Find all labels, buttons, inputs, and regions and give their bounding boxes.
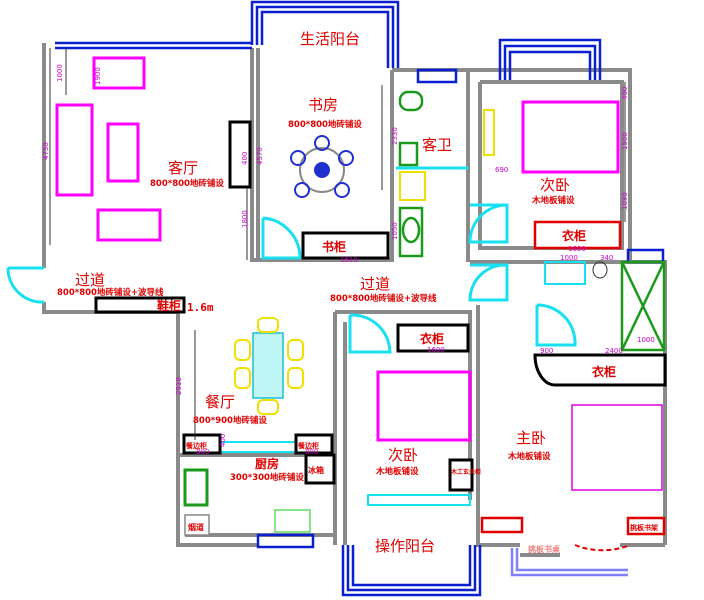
bookcase-label: 书柜 <box>322 239 346 254</box>
room-labels: 生活阳台 书房 800*800地砖铺设 客厅 800*800地砖铺设 客卫 次卧… <box>57 30 575 555</box>
flue-label: 烟道 <box>188 522 204 532</box>
dim-text: 340 <box>600 254 613 262</box>
dim-text: 2330 <box>391 127 399 145</box>
master-sink <box>544 261 586 285</box>
bed-master <box>571 404 663 491</box>
room-label-hall-left: 过道 <box>75 271 105 289</box>
dim-text: 900 <box>540 347 553 355</box>
dim-text: 800 <box>196 448 209 456</box>
living-furniture <box>55 56 252 242</box>
entry-cabinet <box>448 458 474 492</box>
bed-bedroom2 <box>521 100 620 174</box>
study-floor-note: 800*800地砖铺设 <box>288 119 362 130</box>
dim-text: 1050 <box>391 222 399 240</box>
master-toilet <box>592 261 608 279</box>
room-label-utility-balcony: 操作阳台 <box>375 537 435 555</box>
wardrobe-master <box>533 353 667 387</box>
dim-text: 2510 <box>175 377 183 395</box>
dim-text: 2400 <box>605 347 623 355</box>
fixture-labels: 书柜 衣柜 衣柜 衣柜 鞋柜 1.6m 餐边柜 餐边柜 冰箱 烟道 木工玄关柜 … <box>157 228 658 554</box>
shoe-cabinet-height: 1.6m <box>187 301 214 314</box>
sideboard-left-label: 餐边柜 <box>185 441 207 450</box>
entry-cabinet-label: 木工玄关柜 <box>450 468 481 476</box>
stove <box>183 468 209 507</box>
dim-text: 4570 <box>256 147 264 165</box>
room-label-dining: 餐厅 <box>205 393 235 411</box>
flue <box>184 514 210 536</box>
shelf-label: 挑板书架 <box>630 523 658 532</box>
bedroom3-floor-note: 木地板铺设 <box>375 466 419 477</box>
dim-text: 1600 <box>568 245 586 253</box>
shoe-cabinet-label: 鞋柜 <box>157 298 181 313</box>
doors <box>6 166 577 506</box>
wardrobe-master-label: 衣柜 <box>592 364 616 379</box>
guest-bath-fixtures <box>398 90 426 258</box>
sideboard-right <box>294 433 334 455</box>
room-label-bedroom3: 次卧 <box>388 446 418 464</box>
shoe-cabinet <box>94 296 186 314</box>
wardrobe-bedroom3 <box>396 323 470 353</box>
dim-text: 400 <box>241 152 249 165</box>
living-floor-note: 800*800地砖铺设 <box>150 178 224 189</box>
desk-label: 挑板书桌 <box>528 544 561 554</box>
dim-text: 1610 <box>340 256 358 264</box>
bed-bedroom3 <box>376 370 472 442</box>
desk-bedroom2 <box>483 109 495 156</box>
sideboard-right-label: 餐边柜 <box>297 441 319 450</box>
windows <box>55 0 665 597</box>
dim-text: 1000 <box>637 336 655 344</box>
bedroom2-floor-note: 木地板铺设 <box>531 195 575 206</box>
ledge-master <box>480 516 524 534</box>
shower <box>620 260 666 352</box>
dim-text: 690 <box>495 166 508 174</box>
dining-table <box>234 317 304 415</box>
dim-text: 1900 <box>94 67 102 85</box>
dim-text: 1000 <box>56 64 64 82</box>
master-floor-note: 木地板铺设 <box>507 451 551 462</box>
fridge-label: 冰箱 <box>308 465 324 475</box>
kitchen-floor-note: 300*300地砖铺设 <box>230 472 304 483</box>
wardrobe-bedroom2-label: 衣柜 <box>562 228 586 243</box>
bay-window <box>574 544 631 552</box>
bookcase <box>301 231 390 260</box>
shelf-master <box>626 516 666 536</box>
round-table <box>290 135 354 198</box>
dimension-labels: 1000 4750 1900 400 4570 1800 1610 2330 1… <box>42 64 655 456</box>
dim-text: 1000 <box>560 254 578 262</box>
room-label-bedroom2: 次卧 <box>540 176 570 194</box>
sideboard-left <box>182 433 222 455</box>
room-label-living: 客厅 <box>168 159 198 177</box>
room-label-master: 主卧 <box>516 429 546 447</box>
dining-floor-note: 800*900地砖铺设 <box>193 415 267 426</box>
kitchen-sink <box>274 509 311 533</box>
wardrobe-bedroom2 <box>533 220 622 250</box>
dim-text: 4750 <box>42 142 50 160</box>
dim-text: 1800 <box>241 210 249 228</box>
dim-text: 1600 <box>427 346 445 354</box>
dim-text: 1500 <box>621 132 629 150</box>
fridge <box>304 453 336 485</box>
hall-center-floor-note: 800*800地砖铺设+波导线 <box>330 293 437 304</box>
dim-text: 400 <box>219 434 227 447</box>
room-label-kitchen: 厨房 <box>255 456 279 471</box>
dim-text: 490 <box>621 87 629 100</box>
room-label-guest-bath: 客卫 <box>422 136 452 154</box>
room-label-study: 书房 <box>308 96 338 114</box>
room-label-living-balcony: 生活阳台 <box>300 30 360 48</box>
dimension-lines <box>49 48 626 440</box>
wardrobe-bedroom3-label: 衣柜 <box>420 331 444 346</box>
hall-left-floor-note: 800*800地砖铺设+波导线 <box>57 287 164 298</box>
dim-text: 800 <box>305 448 318 456</box>
dim-text: 1030 <box>621 192 629 210</box>
room-label-hall-center: 过道 <box>360 275 390 293</box>
